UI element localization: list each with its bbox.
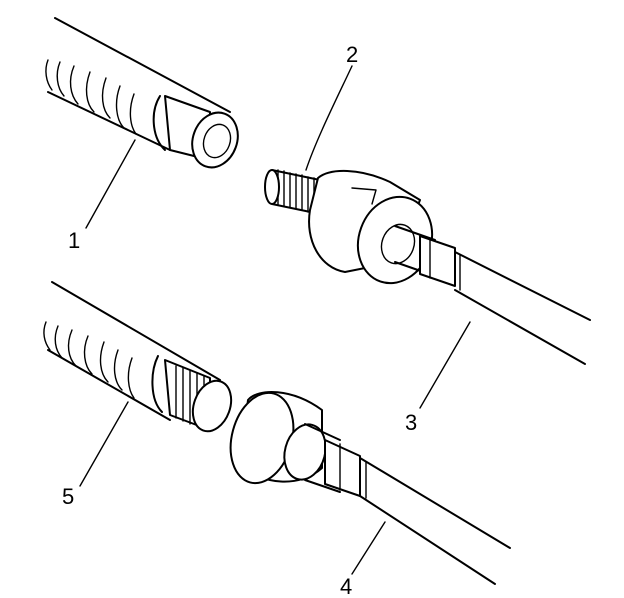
- callout-2: 2: [346, 42, 358, 67]
- leader-3: [419, 321, 471, 409]
- threaded-rack-end: [164, 359, 233, 433]
- callout-5: 5: [62, 484, 74, 509]
- leader-5: [79, 401, 129, 487]
- callout-4: 4: [340, 574, 352, 598]
- lower-rack: [43, 281, 221, 421]
- upper-inner-tie-rod: [264, 169, 591, 365]
- leader-1: [85, 139, 136, 229]
- leader-lines: [79, 65, 471, 575]
- inner-socket-housing: [164, 95, 239, 169]
- lower-inner-tie-rod: [229, 391, 511, 585]
- callout-3: 3: [405, 410, 417, 435]
- leader-2: [305, 65, 353, 171]
- leader-4: [351, 521, 386, 575]
- callout-1: 1: [68, 228, 80, 253]
- upper-rack: [45, 17, 231, 151]
